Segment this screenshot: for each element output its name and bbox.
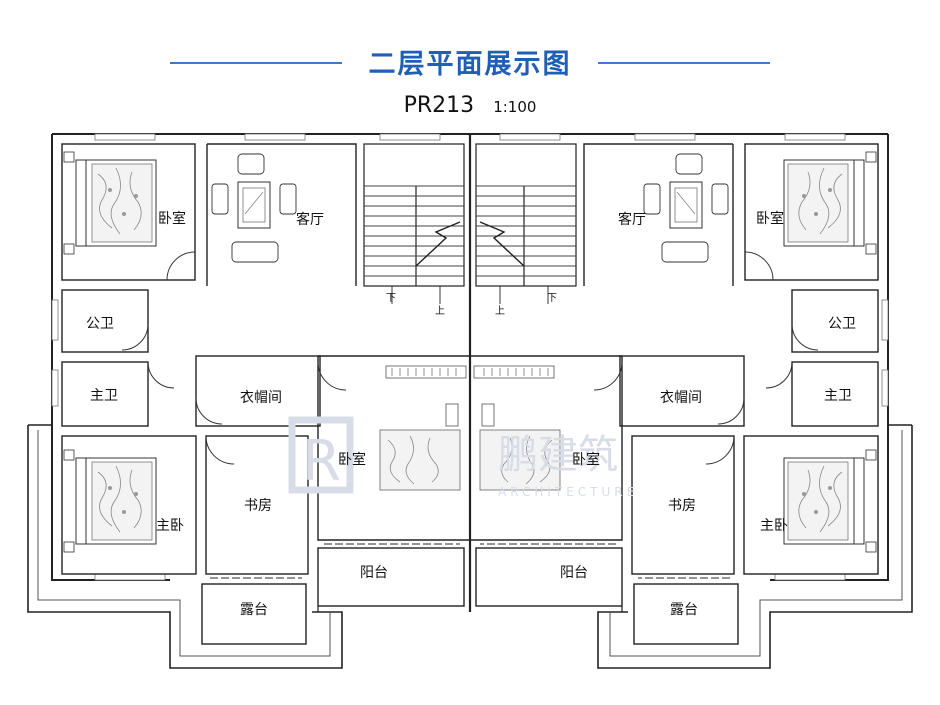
room-label-public-bath-right: 公卫 [828,316,856,332]
stair-label-down-left: 下 [386,293,396,304]
stair-label-down-right: 下 [547,293,557,304]
watermark-logo: R [302,429,341,494]
watermark-logo-frame [288,416,354,494]
room-label-master-bedroom-left: 主卧 [156,518,184,534]
stair-label-up-right: 上 [495,305,505,317]
room-label-cloakroom-right: 衣帽间 [660,390,702,406]
title-rule-right [598,62,770,64]
plan-half-left [27,133,471,669]
room-label-public-bath-left: 公卫 [86,316,114,332]
watermark-brand: 鹏建筑 [498,432,618,478]
stair-label-up-left: 上 [435,305,445,317]
room-label-master-bath-left: 主卫 [90,388,118,404]
room-label-balcony-right: 阳台 [560,565,588,581]
room-label-study-right: 书房 [668,498,696,514]
room-label-terrace-left: 露台 [240,602,268,618]
room-label-balcony-left: 阳台 [360,565,388,581]
watermark-sub: ARCHITECTURE [498,485,638,499]
title-rule-left [170,62,342,64]
room-label-terrace-right: 露台 [670,602,698,618]
room-label-bedroom-center-left: 卧室 [338,451,366,468]
room-label-master-bath-right: 主卫 [824,388,852,404]
page-title: 二层平面展示图 [368,49,572,80]
watermark: R 鹏建筑 ARCHITECTURE [288,416,638,499]
room-label-bedroom-left: 卧室 [158,210,186,227]
room-label-living-right: 客厅 [618,211,646,228]
plan-code: PR213 [403,93,475,118]
room-label-master-bedroom-right: 主卧 [760,518,788,534]
room-label-bedroom-center-right: 卧室 [572,451,600,468]
room-label-cloakroom-left: 衣帽间 [240,390,282,406]
room-label-living-left: 客厅 [296,211,324,228]
plan-subtitle: PR213 1:100 [0,93,940,118]
plan-scale: 1:100 [493,98,537,116]
room-label-study-left: 书房 [244,498,272,514]
room-label-bedroom-right: 卧室 [756,210,784,227]
